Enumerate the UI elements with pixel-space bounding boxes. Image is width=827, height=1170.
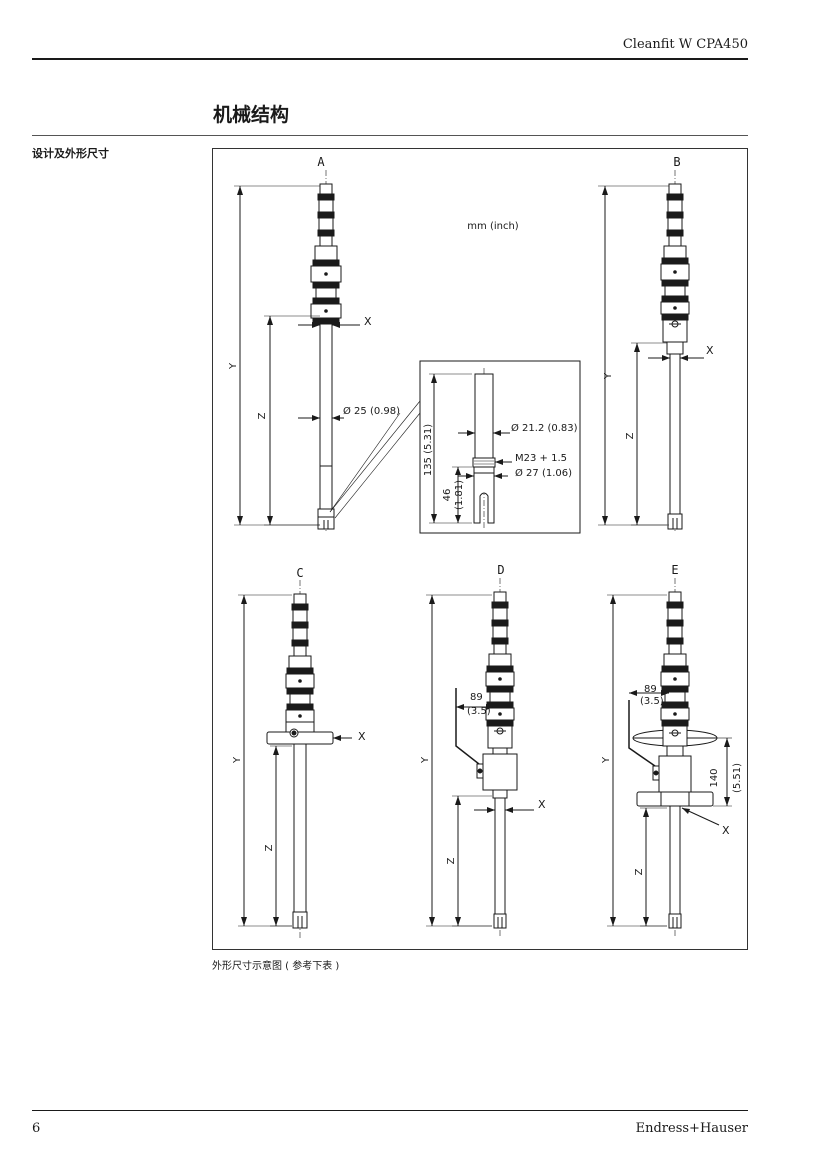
dim-dia21-label: Ø 21.2 (0.83): [511, 422, 578, 434]
dim-z-e-label: Z: [634, 868, 645, 875]
figure-caption: 外形尺寸示意图 ( 参考下表 ): [212, 961, 340, 972]
dim-89-d-label-a: 89: [470, 692, 483, 703]
dim-135-label: 135 (5.31): [423, 424, 434, 476]
dim-thread-label: M23 + 1.5: [515, 453, 567, 464]
dim-z-c-label: Z: [264, 844, 275, 851]
dim-89-e-label-a: 89: [644, 684, 657, 695]
probe-b: [660, 170, 690, 531]
brand-name: Endress+Hauser: [635, 1121, 748, 1136]
dim-89-d-label-b: (3.5): [467, 706, 491, 717]
dimension-89-e: 89 (3.5): [629, 684, 669, 707]
dimension-x-c: X: [333, 730, 366, 743]
document-title: Cleanfit W CPA450: [622, 37, 748, 52]
dimension-y-d: Y: [420, 594, 492, 927]
dim-140-e-label-a: 140: [709, 768, 720, 787]
dim-x-a-label: X: [364, 315, 372, 328]
page-number: 6: [32, 1121, 41, 1136]
dimension-z-d: Z: [446, 795, 492, 927]
dimension-z-e: Z: [634, 807, 667, 927]
units-note: mm (inch): [467, 221, 519, 232]
dim-y-d-label: Y: [420, 756, 431, 764]
detail-leader: [329, 400, 421, 519]
section-label: 设计及外形尺寸: [32, 147, 109, 160]
dimension-z-c: Z: [264, 745, 292, 927]
dimension-z-a: Z: [257, 315, 320, 526]
section-rule: [32, 135, 748, 136]
variant-label-c: C: [296, 566, 303, 580]
variant-label-e: E: [671, 563, 678, 577]
dimension-x-b: X: [648, 344, 714, 361]
figure-frame: [212, 148, 748, 950]
dim-z-d-label: Z: [446, 857, 457, 864]
variant-label-b: B: [673, 155, 680, 169]
dim-46-label-a: 46: [442, 489, 453, 502]
detail-view: 135 (5.31) 46 (1.81) Ø 21.2 (0.83) M23 +…: [419, 360, 581, 534]
dimension-x-d: X: [474, 798, 546, 813]
dimension-z-b: Z: [625, 342, 667, 526]
dim-x-e-label: X: [722, 824, 730, 837]
probe-e: [628, 578, 718, 938]
dimension-140-e: 140 (5.51): [709, 737, 743, 807]
dimension-x-e: X: [681, 807, 730, 837]
dim-46-label-b: (1.81): [454, 480, 465, 510]
dim-x-d-label: X: [538, 798, 546, 811]
dimension-y-b: Y: [598, 185, 669, 526]
dim-89-e-label-b: (3.5): [640, 696, 664, 707]
variant-label-d: D: [497, 563, 504, 577]
dimension-x-a: X: [298, 315, 372, 328]
variant-label-a: A: [317, 155, 325, 169]
dim-x-c-label: X: [358, 730, 366, 743]
probe-c: [266, 580, 334, 938]
probe-a: [310, 170, 342, 531]
dim-z-a-label: Z: [257, 412, 268, 419]
footer-rule: [32, 1110, 748, 1111]
dim-x-b-label: X: [706, 344, 714, 357]
dimension-drawing: A B C D E mm (inch) Y: [212, 148, 748, 950]
dimension-dia25: Ø 25 (0.98): [298, 405, 400, 421]
dim-dia25-label: Ø 25 (0.98): [343, 405, 400, 417]
dim-y-c-label: Y: [232, 756, 243, 764]
dimension-89-d: 89 (3.5): [456, 692, 494, 717]
dim-140-e-label-b: (5.51): [732, 763, 743, 793]
dim-y-a-label: Y: [228, 362, 239, 370]
dimension-y-a: Y: [228, 185, 320, 526]
dim-y-e-label: Y: [601, 756, 612, 764]
dim-y-b-label: Y: [603, 372, 614, 380]
header-rule: [32, 58, 748, 60]
dimension-y-e: Y: [601, 594, 667, 927]
dimension-y-c: Y: [232, 594, 292, 927]
dim-dia27-label: Ø 27 (1.06): [515, 467, 572, 479]
page-heading: 机械结构: [213, 104, 290, 126]
probe-d: [455, 578, 518, 938]
dim-z-b-label: Z: [625, 432, 636, 439]
